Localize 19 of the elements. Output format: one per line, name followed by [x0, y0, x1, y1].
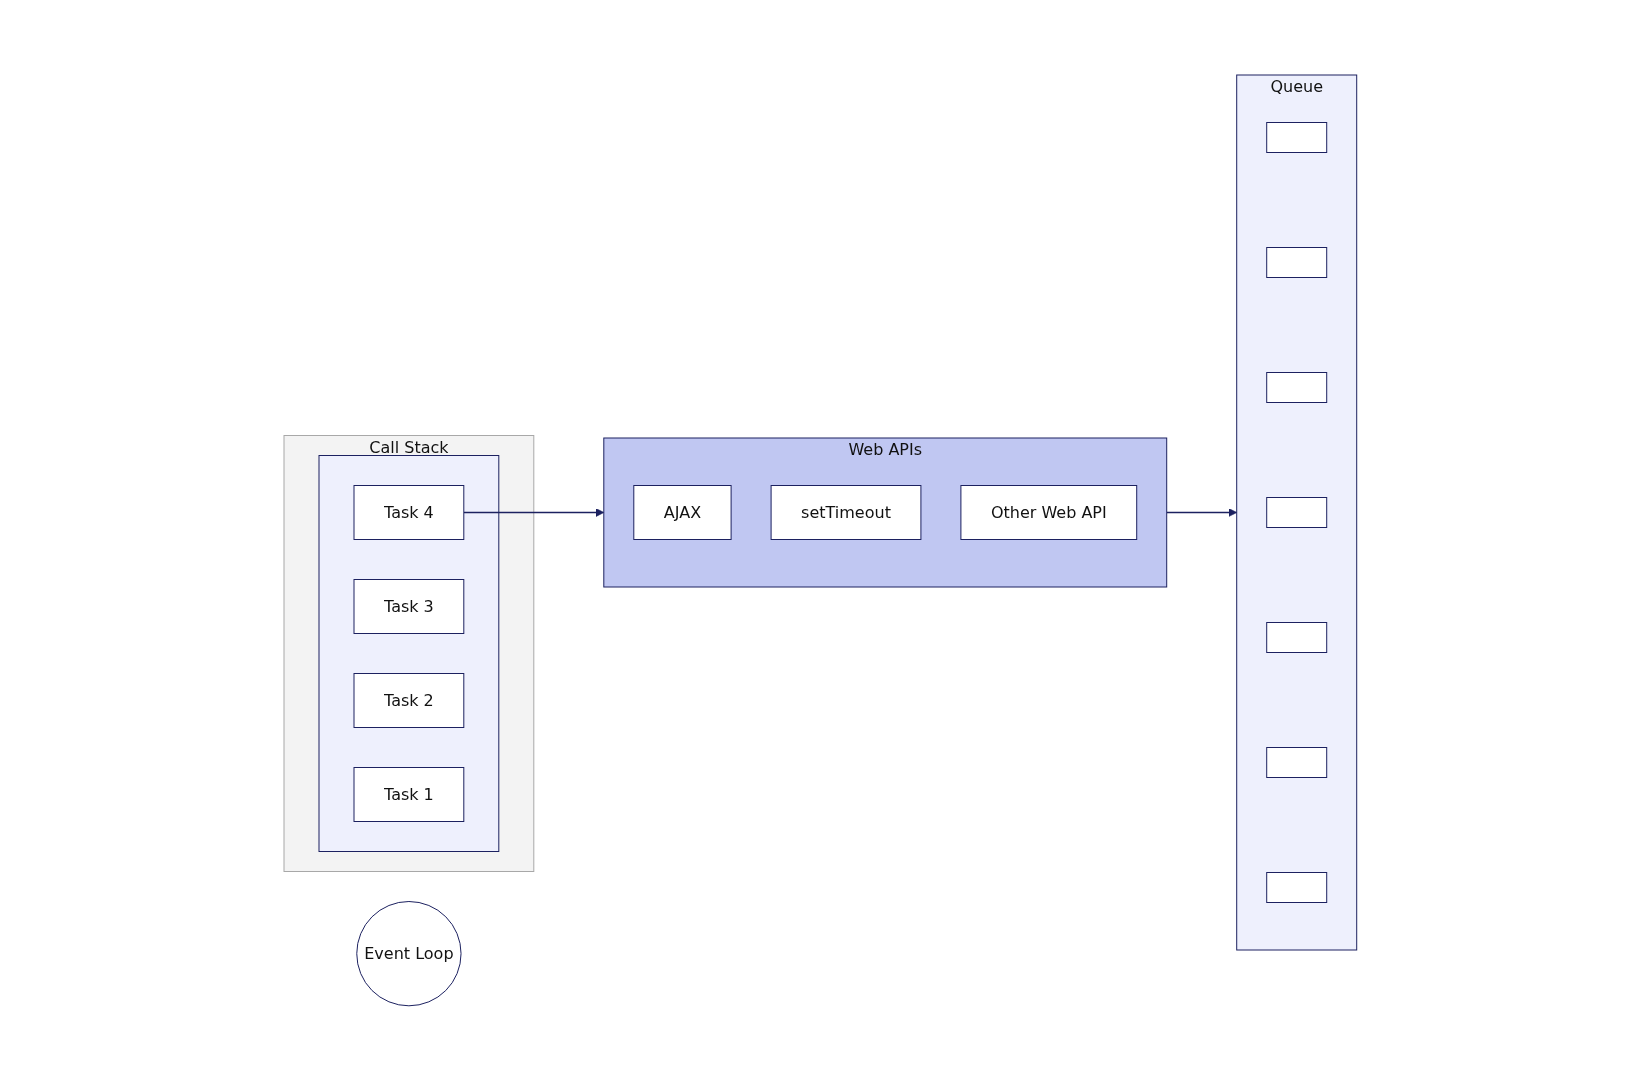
node-box	[1265, 871, 1327, 903]
node-box	[1265, 121, 1327, 153]
node-box	[1265, 246, 1327, 278]
node-box: Other Web API	[960, 484, 1137, 540]
cluster	[318, 454, 499, 852]
node-circle: Event Loop	[355, 900, 462, 1006]
node-box	[1265, 621, 1327, 653]
arrow	[462, 507, 604, 517]
arrow	[1165, 507, 1237, 517]
node-box	[1265, 371, 1327, 403]
node-box	[1265, 746, 1327, 778]
cluster: Queue	[1235, 74, 1357, 951]
node-box: setTimeout	[770, 484, 922, 540]
node-box: Task 2	[353, 672, 464, 728]
node-box: AJAX	[632, 484, 732, 540]
node-box	[1265, 496, 1327, 528]
node-box: Task 3	[353, 578, 464, 634]
node-box: Task 4	[353, 484, 464, 540]
node-box: Task 1	[353, 766, 464, 822]
